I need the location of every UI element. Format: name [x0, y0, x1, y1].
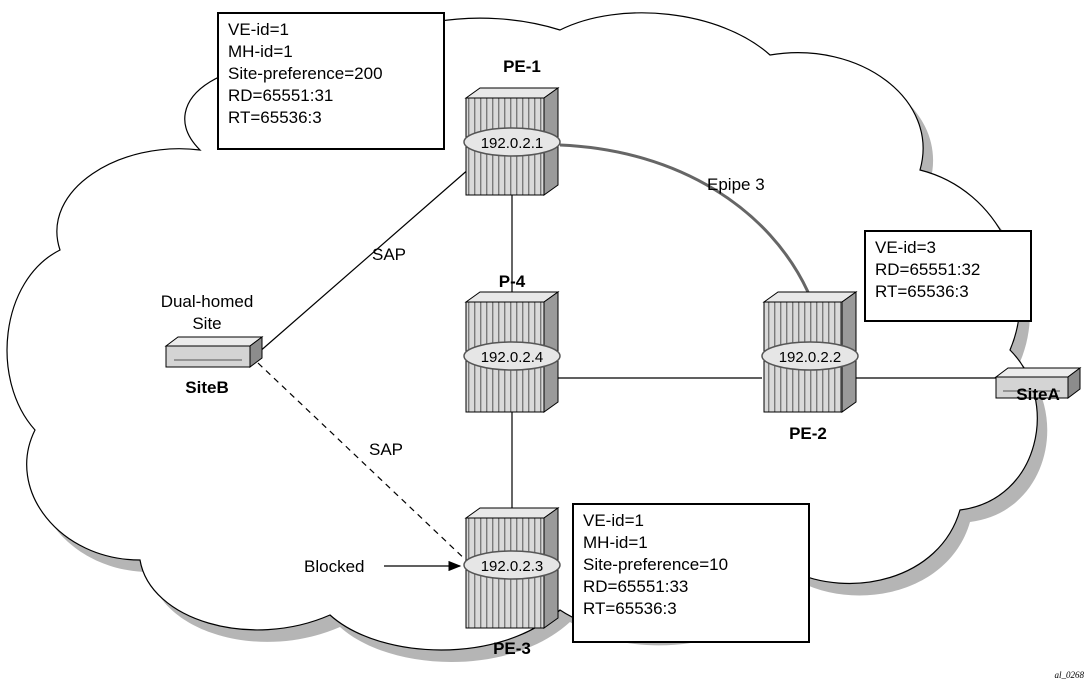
info-line: RT=65536:3 [875, 282, 969, 301]
router-name-pe3: PE-3 [493, 639, 531, 658]
info-line: VE-id=1 [583, 511, 644, 530]
router-pe2[interactable]: 192.0.2.2 [761, 291, 859, 413]
router-name-pe1: PE-1 [503, 57, 541, 76]
router-ip: 192.0.2.1 [481, 135, 544, 152]
ip-ellipse [463, 127, 561, 157]
info-line: MH-id=1 [228, 42, 293, 61]
info-line: RD=65551:31 [228, 86, 334, 105]
router-pe3[interactable]: 192.0.2.3 [463, 507, 561, 629]
pe2-info-box: VE-id=3 RD=65551:32 RT=65536:3 [864, 230, 1032, 322]
ip-ellipse [463, 550, 561, 580]
info-line: VE-id=1 [228, 20, 289, 39]
site-device-siteB[interactable] [164, 336, 264, 368]
sap-blocked-link [257, 362, 471, 565]
router-ip: 192.0.2.2 [779, 349, 842, 366]
pe1-info-box: VE-id=1 MH-id=1 Site-preference=200 RD=6… [217, 12, 445, 150]
info-line: VE-id=3 [875, 238, 936, 257]
figure-id: al_0268 [1054, 670, 1084, 680]
sap-active-label: SAP [372, 245, 406, 264]
site-caption-line2: Site [192, 314, 221, 333]
router-pe1[interactable]: 192.0.2.1 [463, 87, 561, 196]
site-caption-line1: Dual-homed [161, 292, 254, 311]
ip-ellipse [761, 341, 859, 371]
router-p4[interactable]: 192.0.2.4 [463, 291, 561, 413]
router-ip: 192.0.2.3 [481, 558, 544, 575]
blocked-label: Blocked [304, 557, 364, 576]
site-name-siteA: SiteA [1016, 385, 1059, 404]
info-line: RT=65536:3 [583, 599, 677, 618]
ip-ellipse [463, 341, 561, 371]
epipe-link [559, 143, 810, 293]
site-device-siteA[interactable] [994, 367, 1082, 399]
router-name-p4: P-4 [499, 272, 526, 291]
pe3-info-box: VE-id=1 MH-id=1 Site-preference=10 RD=65… [572, 503, 810, 643]
site-name-siteB: SiteB [185, 378, 228, 397]
router-name-pe2: PE-2 [789, 424, 827, 443]
router-ip: 192.0.2.4 [481, 349, 544, 366]
info-line: RD=65551:32 [875, 260, 981, 279]
info-line: RT=65536:3 [228, 108, 322, 127]
sap-blocked-label: SAP [369, 440, 403, 459]
info-line: RD=65551:33 [583, 577, 689, 596]
info-line: Site-preference=200 [228, 64, 383, 83]
info-line: MH-id=1 [583, 533, 648, 552]
sap-active-link [257, 167, 471, 354]
epipe-label: Epipe 3 [707, 175, 765, 194]
info-line: Site-preference=10 [583, 555, 729, 574]
